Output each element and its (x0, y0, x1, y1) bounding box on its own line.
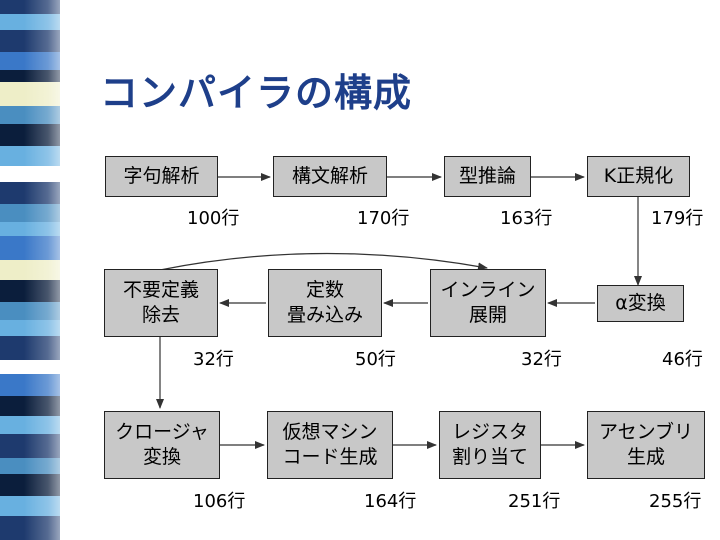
stage-assembly-generation: アセンブリ 生成 (587, 411, 705, 479)
stage-lexer: 字句解析 (105, 156, 218, 197)
stage-label-line-2: 展開 (468, 304, 507, 326)
stage-label-line-2: コード生成 (282, 446, 378, 468)
stage-lines: レジスタ 割り当て (452, 420, 528, 469)
stage-alpha-conversion: α変換 (597, 285, 684, 322)
line-count-register-allocation: 251行 (508, 491, 561, 512)
line-count-lexer: 100行 (187, 208, 240, 229)
stage-lines: α変換 (615, 291, 666, 316)
stage-lines: K正規化 (604, 164, 673, 189)
line-count-type-inference: 163行 (500, 208, 553, 229)
stage-lines: アセンブリ 生成 (599, 420, 693, 469)
line-count-constant-folding: 50行 (355, 349, 396, 370)
stage-label-line-2: 生成 (626, 446, 665, 468)
stage-label: K正規化 (603, 165, 674, 188)
line-count-closure-conversion: 106行 (193, 491, 246, 512)
stage-lines: 型推論 (459, 164, 516, 189)
arrow-loop-5-7 (159, 252, 488, 271)
stage-lines: 字句解析 (123, 164, 199, 189)
stage-label: 字句解析 (123, 165, 200, 188)
stage-label-line-2: 除去 (141, 304, 180, 326)
stage-lines: 不要定義 除去 (123, 278, 199, 327)
stage-label-line-1: 定数 (305, 279, 344, 302)
stage-lines: 定数 畳み込み (287, 278, 363, 327)
stage-label-line-1: 不要定義 (122, 279, 199, 302)
line-count-assembly-generation: 255行 (649, 491, 702, 512)
stage-k-normalization: K正規化 (587, 156, 690, 197)
stage-label: 型推論 (458, 165, 516, 188)
line-count-alpha-conversion: 46行 (662, 349, 703, 370)
stage-label-line-2: 畳み込み (286, 304, 363, 326)
stage-label-line-1: 仮想マシン (282, 421, 378, 444)
stage-dead-code-elimination: 不要定義 除去 (104, 269, 218, 337)
stripe-shade (0, 0, 60, 540)
stage-lines: 仮想マシン コード生成 (282, 420, 377, 469)
stage-constant-folding: 定数 畳み込み (268, 269, 382, 337)
line-count-vm-code-generation: 164行 (364, 491, 417, 512)
stage-label-line-1: アセンブリ (598, 421, 694, 444)
stage-label: α変換 (615, 292, 666, 315)
stage-type-inference: 型推論 (444, 156, 531, 197)
stage-register-allocation: レジスタ 割り当て (439, 411, 541, 479)
stage-label-line-2: 割り当て (451, 446, 528, 468)
stage-label: 構文解析 (291, 165, 368, 188)
stage-lines: クロージャ 変換 (115, 420, 209, 469)
stage-vm-code-generation: 仮想マシン コード生成 (267, 411, 393, 479)
decorative-stripe-bar (0, 0, 60, 540)
stage-label-line-2: 変換 (142, 446, 181, 468)
line-count-k-normalization: 179行 (651, 208, 704, 229)
stage-parser: 構文解析 (273, 156, 387, 197)
line-count-parser: 170行 (357, 208, 410, 229)
line-count-inline-expansion: 32行 (521, 349, 562, 370)
line-count-dead-code-elimination: 32行 (193, 349, 234, 370)
stage-label-line-1: クロージャ (115, 421, 209, 444)
stage-label-line-1: レジスタ (451, 421, 528, 444)
stage-lines: 構文解析 (292, 164, 368, 189)
stage-label-line-1: インライン (440, 279, 536, 302)
stage-closure-conversion: クロージャ 変換 (104, 411, 220, 479)
stage-lines: インライン 展開 (440, 278, 535, 327)
stage-inline-expansion: インライン 展開 (430, 269, 546, 337)
slide-title: コンパイラの構成 (100, 71, 413, 115)
